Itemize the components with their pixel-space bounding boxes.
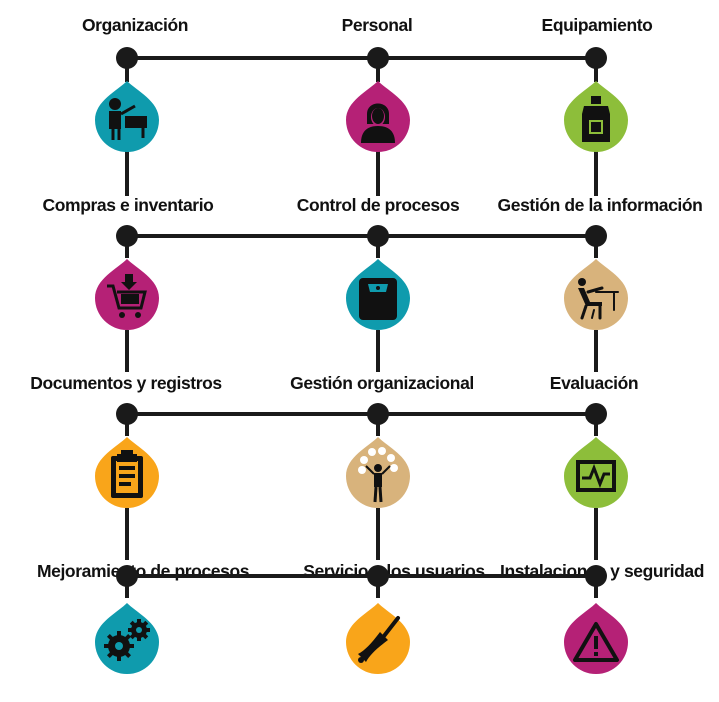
node (367, 47, 389, 69)
teacher-presentation-icon (95, 81, 159, 152)
label-equipamiento: Equipamiento (541, 15, 653, 35)
person-at-computer-icon (564, 259, 628, 330)
shopping-cart-icon (95, 259, 159, 330)
bottle-icon (564, 81, 628, 152)
scale-icon (346, 259, 410, 330)
label-evaluacion: Evaluación (549, 373, 639, 393)
monitor-pulse-icon (564, 437, 628, 508)
clipboard-icon (95, 437, 159, 508)
node (116, 403, 138, 425)
vertical-connectors (125, 58, 598, 598)
horizontal-rails (127, 56, 596, 578)
node (367, 225, 389, 247)
bell-icon (346, 603, 410, 674)
node (585, 225, 607, 247)
label-gestion-organizacional: Gestión organizacional (290, 373, 474, 393)
node (367, 565, 389, 587)
node (116, 565, 138, 587)
label-gestion-informacion: Gestión de la información (497, 195, 703, 215)
label-personal: Personal (341, 15, 413, 35)
node (585, 47, 607, 69)
node (585, 565, 607, 587)
person-icon (346, 81, 410, 152)
gears-icon (95, 603, 159, 674)
node (116, 225, 138, 247)
warning-icon (564, 603, 628, 674)
label-organizacion: Organización (81, 15, 189, 35)
label-compras-inventario: Compras e inventario (42, 195, 214, 215)
nodes (116, 47, 607, 587)
label-control-procesos: Control de procesos (296, 195, 460, 215)
label-documentos-registros: Documentos y registros (30, 373, 222, 393)
juggler-icon (346, 437, 410, 508)
node (585, 403, 607, 425)
node (367, 403, 389, 425)
node (116, 47, 138, 69)
